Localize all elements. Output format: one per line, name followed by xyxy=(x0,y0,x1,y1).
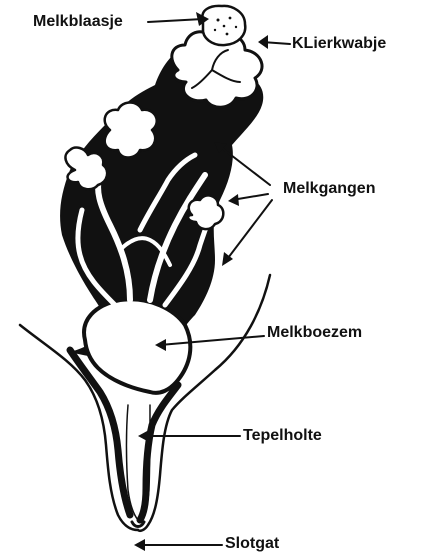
label-teat-cavity: Tepelholte xyxy=(243,428,322,444)
arrowhead-teat-cavity xyxy=(138,430,149,442)
milk-cistern xyxy=(84,299,190,393)
label-alveolus: Melkblaasje xyxy=(33,14,123,30)
gland-cluster-mid xyxy=(105,103,157,158)
label-lobule: KLierkwabje xyxy=(292,36,386,52)
teat-wall-right xyxy=(140,385,178,520)
arrow-alveolus xyxy=(148,19,203,22)
label-cistern: Melkboezem xyxy=(267,325,362,341)
arrowhead-teat-opening xyxy=(134,539,145,551)
label-ducts: Melkgangen xyxy=(283,181,375,197)
label-teat-opening: Slotgat xyxy=(225,536,279,552)
arrow-ducts-3 xyxy=(225,200,272,262)
arrowhead-ducts-2 xyxy=(228,194,239,206)
arrowhead-lobule xyxy=(258,35,268,49)
